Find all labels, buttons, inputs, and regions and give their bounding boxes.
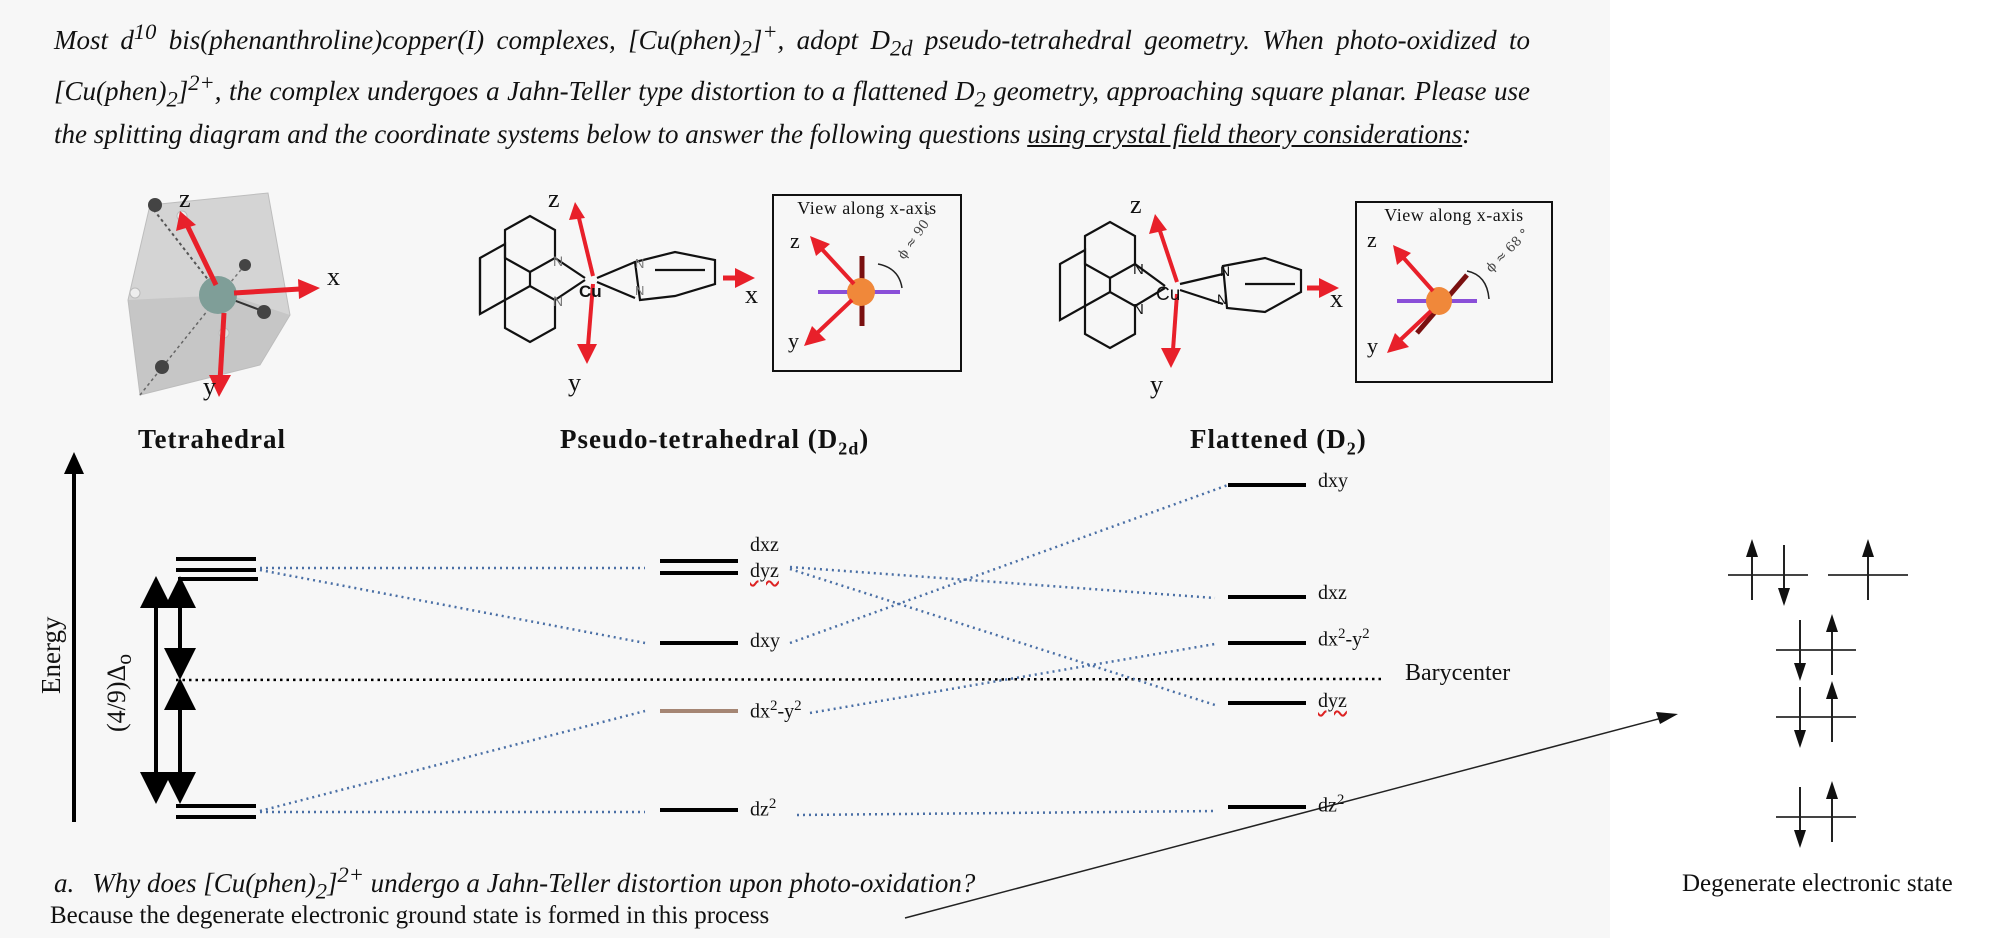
svg-text:N: N: [553, 293, 563, 309]
intro-paragraph: Most d10 bis(phenanthroline)copper(I) co…: [54, 19, 1531, 149]
pseudo-x-label: x: [745, 280, 758, 309]
flattened-z-label: z: [1130, 190, 1142, 219]
pseudo-phen-structure: N N N N: [478, 202, 755, 364]
x-axis-arrow: [233, 286, 301, 296]
flattened-cu-label: Cu: [1156, 284, 1181, 305]
tetra-y-label: y: [203, 372, 216, 401]
tetrahedral-e-levels: [176, 804, 256, 819]
flattened-title: Flattened (D2): [1190, 424, 1367, 459]
flattened-view-title: View along x-axis: [1384, 205, 1524, 225]
flattened-y-label: y: [1150, 370, 1163, 399]
y-axis-arrow: [217, 312, 227, 382]
pseudo-level-label: dxz: [750, 534, 779, 556]
ligand-atom: [257, 305, 271, 319]
pseudo-y-label: y: [568, 368, 581, 397]
pseudo-level-label: dx2-y2: [750, 698, 802, 723]
correlation-line: [259, 709, 646, 813]
pseudo-tetrahedral-title: Pseudo-tetrahedral (D2d): [560, 424, 870, 459]
metal-center: [199, 276, 237, 314]
correlation-line: [789, 567, 1216, 707]
pseudo-view-z: z: [790, 228, 800, 253]
pseudo-z-label: z: [548, 184, 560, 213]
degenerate-state-caption: Degenerate electronic state: [1682, 870, 1953, 897]
correlation-line: [789, 565, 1216, 600]
answer-a[interactable]: Because the degenerate electronic ground…: [50, 902, 770, 929]
svg-text:N: N: [635, 283, 644, 298]
tetrahedral-title: Tetrahedral: [138, 424, 286, 454]
pseudo-level-label: dz2: [750, 796, 777, 821]
flattened-x-label: x: [1330, 284, 1343, 313]
pseudo-view-y: y: [788, 328, 799, 353]
pseudo-view-box: View along x-axis ϕ ≈ 90 ° z y: [772, 194, 962, 372]
pseudo-cu-label: Cu: [579, 282, 602, 301]
z-axis-arrow: [183, 221, 219, 287]
flattened-view-y: y: [1367, 333, 1378, 358]
svg-text:N: N: [635, 256, 644, 271]
document-page: [0, 0, 1610, 938]
flattened-level-label: dxy: [1318, 470, 1348, 492]
flattened-view-z: z: [1367, 227, 1377, 252]
annotation-arrow: [904, 717, 1663, 919]
svg-text:N: N: [1217, 291, 1227, 307]
pseudo-level-label: dxy: [750, 630, 780, 652]
tetrahedral-figure: [127, 192, 320, 397]
flattened-view-box: View along x-axis ϕ ≈ 68 ° z y: [1355, 201, 1553, 383]
svg-text:N: N: [1133, 301, 1144, 318]
svg-text:N: N: [553, 253, 563, 269]
flattened-level-label: dz2: [1318, 792, 1345, 817]
barycenter-line: [175, 677, 1386, 682]
tetra-z-label: z: [179, 184, 191, 213]
svg-text:N: N: [1220, 263, 1230, 279]
correlation-line: [796, 809, 1216, 817]
correlation-line: [809, 642, 1216, 715]
tetra-x-label: x: [327, 262, 340, 291]
barycenter-label: Barycenter: [1405, 660, 1511, 686]
ligand-atom: [148, 198, 162, 212]
pseudo-view-title: View along x-axis: [797, 198, 937, 218]
question-a: a.Why does [Cu(phen)2]2+ undergo a Jahn-…: [54, 862, 976, 904]
pseudo-level-label: dyz: [750, 560, 779, 582]
svg-text:N: N: [1133, 261, 1144, 278]
flattened-level-label: dx2-y2: [1318, 626, 1370, 651]
flattened-level-label: dyz: [1318, 690, 1347, 712]
flattened-phen-structure: N N N N: [1058, 214, 1339, 368]
flattened-level-label: dxz: [1318, 582, 1347, 604]
